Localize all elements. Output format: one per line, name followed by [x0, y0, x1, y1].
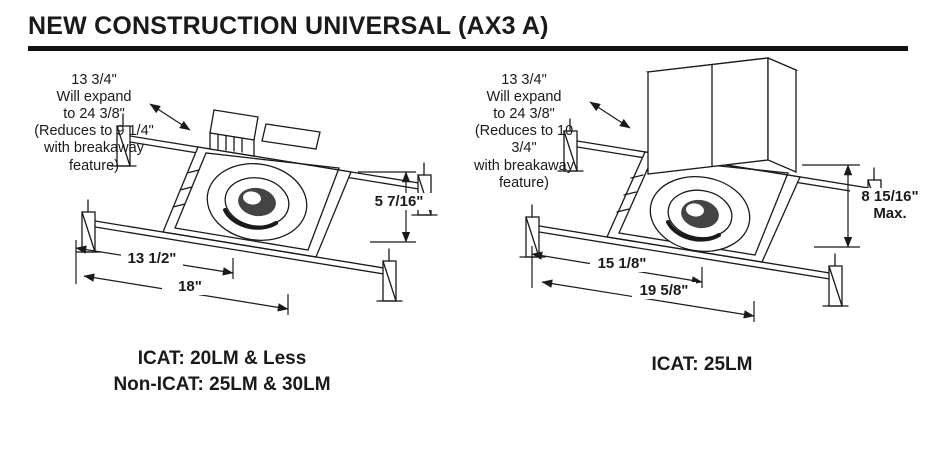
left-inner-width-dimension: 13 1/2": [121, 250, 183, 268]
title-underline: [28, 46, 908, 51]
left-trim-opening: [206, 163, 308, 241]
page-title: NEW CONSTRUCTION UNIVERSAL (AX3 A): [28, 12, 549, 40]
right-trim-opening: [649, 175, 751, 253]
right-height-dimension: 8 15/16" Max.: [850, 188, 930, 223]
left-front-nailer-brackets: [75, 199, 403, 302]
left-height-dimension: 5 7/16": [356, 193, 442, 211]
right-expand-note: 13 3/4" Will expand to 24 3/8" (Reduces …: [474, 72, 574, 191]
left-fixture-diagram: 13 3/4" Will expand to 24 3/8" (Reduces …: [18, 52, 490, 362]
left-junction-box: [209, 109, 321, 157]
right-front-nailer-brackets: [519, 204, 849, 307]
left-fixture-drawing: [75, 103, 438, 315]
left-outer-width-dimension: 18": [162, 278, 218, 296]
right-inner-width-dimension: 15 1/8": [590, 255, 654, 273]
right-fixture-drawing: [519, 57, 888, 322]
left-caption-line2: Non-ICAT: 25LM & 30LM: [113, 373, 331, 395]
left-caption: ICAT: 20LM & Less Non-ICAT: 25LM & 30LM: [22, 346, 422, 397]
right-outer-width-dimension: 19 5/8": [632, 282, 696, 300]
right-fixture-diagram: 13 3/4" Will expand to 24 3/8" (Reduces …: [462, 52, 934, 362]
left-caption-line1: ICAT: 20LM & Less: [137, 348, 307, 369]
right-caption: ICAT: 25LM: [651, 354, 753, 375]
left-front-hanger-bar: [88, 219, 391, 276]
right-plenum-box: [645, 57, 799, 175]
left-expand-note: 13 3/4" Will expand to 24 3/8" (Reduces …: [34, 72, 154, 174]
